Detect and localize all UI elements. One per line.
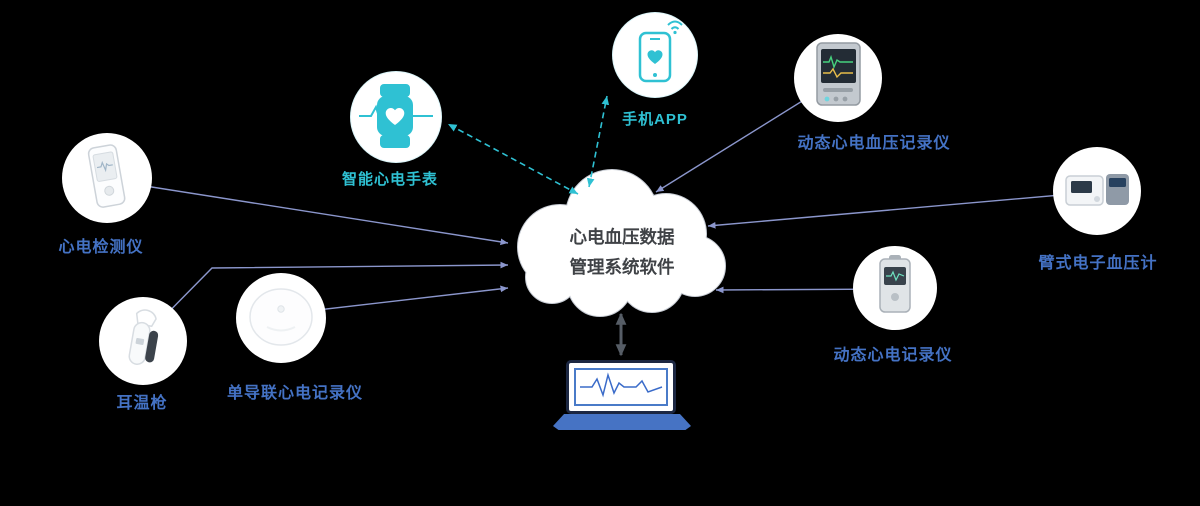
ecg-detector-label: 心电检测仪 [58,239,144,256]
watch-heart-ecg-icon [359,84,433,148]
handheld-ecg-device-icon [87,144,126,208]
node-patch-recorder [236,273,326,363]
ear-thermometer-icon [128,309,159,365]
electronic-bp-label: 臂式电子血压计 [1038,255,1158,272]
cloud-title-line2: 管理系统软件 [569,257,675,277]
round-patch-recorder-icon [249,288,313,346]
arrow-ecg-detector-to-cloud [106,179,509,246]
patient-monitor-icon [816,42,861,106]
patch-recorder-label: 单导联心电记录仪 [226,385,364,402]
node-ecg-detector [62,133,152,223]
bp-monitor-icon [1065,174,1129,206]
bp-ecg-recorder-label: 动态心电血压记录仪 [797,135,951,152]
node-phone-app [613,13,697,97]
cloud-title-line1: 心电血压数据 [569,227,675,247]
node-smart-watch [351,72,441,162]
holter-device-icon [879,255,911,313]
node-electronic-bp [1053,147,1141,235]
laptop-ecg-screen [574,368,668,406]
arrow-electronic-bp-to-cloud [707,191,1096,229]
smart-watch-label: 智能心电手表 [341,171,439,188]
laptop-base [553,414,691,430]
arrow-cloud-watch [447,123,579,195]
node-holter-recorder [853,246,937,330]
laptop-ecg-icon [566,360,676,414]
ear-thermometer-label: 耳温枪 [116,395,168,412]
node-ear-thermometer [99,297,187,385]
cloud-shape [517,169,726,317]
holter-recorder-label: 动态心电记录仪 [833,347,953,364]
cloud-system-title: 心电血压数据 管理系统软件 [538,222,706,282]
arrow-cloud-phone [586,95,610,188]
phone-app-label: 手机APP [622,111,688,128]
node-bp-ecg-recorder [794,34,882,122]
smartphone-heart-wifi-icon [638,20,683,83]
